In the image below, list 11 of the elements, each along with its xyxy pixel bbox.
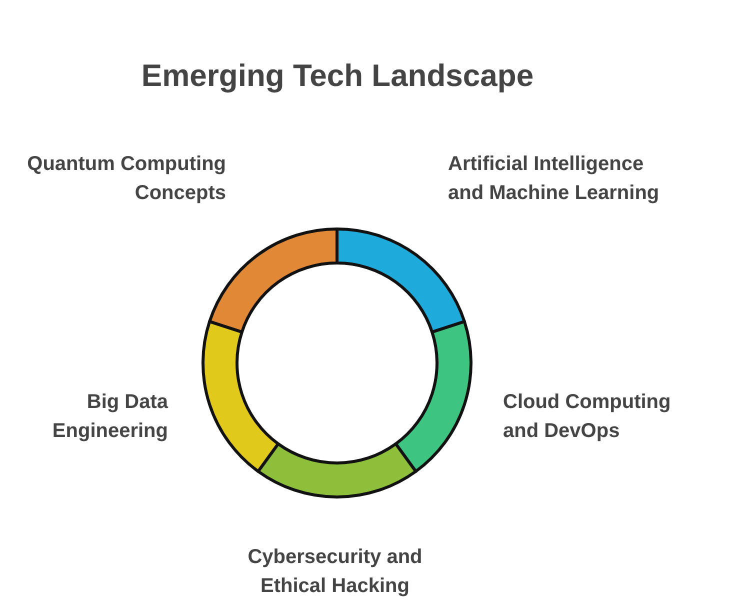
segment-label: Big Data Engineering [51, 390, 168, 444]
segment-label: Quantum Computing Concepts [26, 152, 226, 206]
segment-label: Cybersecurity and Ethical Hacking [246, 545, 424, 599]
ring-segment [202, 320, 280, 473]
title: Emerging Tech Landscape [140, 58, 535, 94]
segment-label: Artificial Intelligence and Machine Learning [448, 152, 660, 206]
ring-segment [394, 320, 472, 473]
ring-segment [208, 228, 338, 334]
ring-segment [256, 442, 418, 498]
segment-label: Cloud Computing and DevOps [503, 390, 672, 444]
ring-segment [336, 228, 466, 334]
